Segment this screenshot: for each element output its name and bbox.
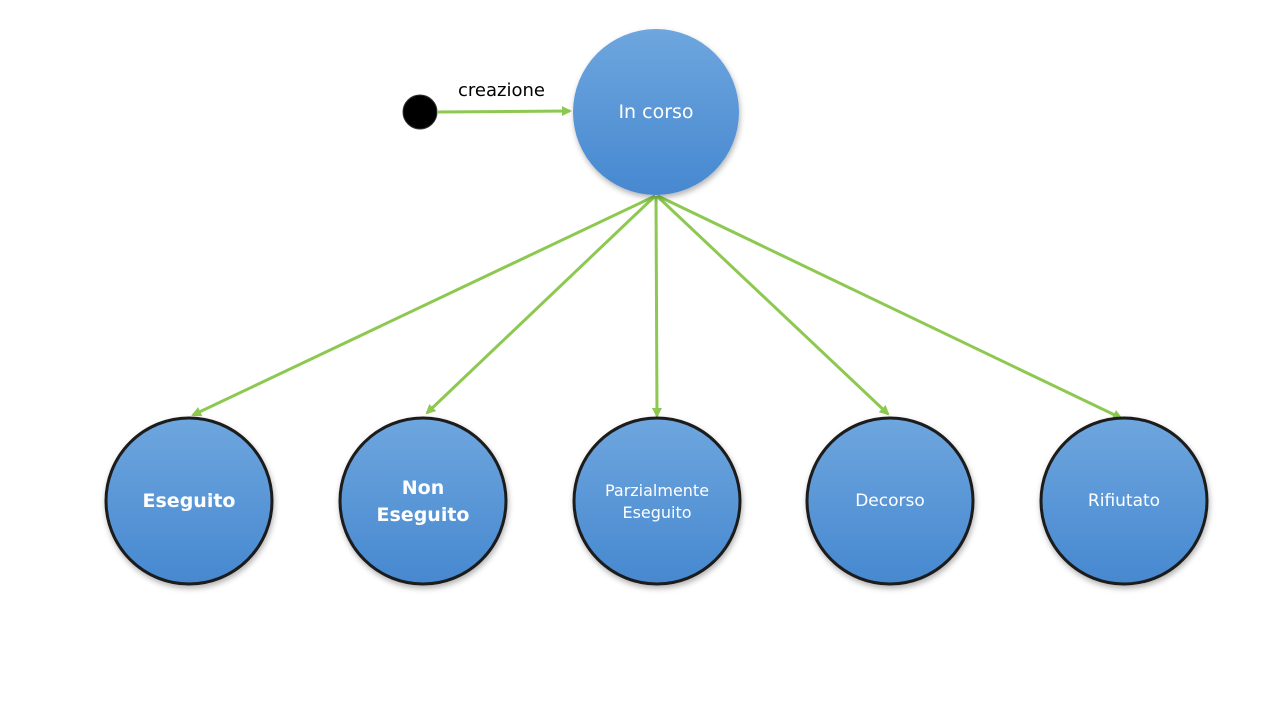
- state-parzialmente-eseguito-node: [572, 416, 742, 586]
- state-label-parzialmente-line1: Parzialmente: [604, 480, 710, 500]
- state-decorso-node: [805, 416, 975, 586]
- state-label-eseguito: Eseguito: [142, 489, 236, 512]
- edge-to-rifiutato: [657, 194, 1123, 420]
- state-non-eseguito-node: [338, 416, 508, 586]
- state-label-non-eseguito-line2: Eseguito: [376, 504, 470, 526]
- edge-to-non-eseguito: [425, 194, 657, 415]
- edge-label-creazione: creazione: [458, 80, 545, 101]
- state-eseguito-node: [104, 416, 274, 586]
- state-label-parzialmente-eseguito: Parzialmente Eseguito: [577, 477, 737, 527]
- state-label-parzialmente-line2: Eseguito: [622, 503, 692, 522]
- state-in-corso-node: [573, 29, 739, 195]
- edge-to-parzialmente-eseguito: [651, 195, 662, 418]
- edge-to-decorso: [655, 194, 890, 416]
- edge-to-eseguito: [191, 194, 656, 417]
- state-label-non-eseguito-line1: Non: [401, 477, 445, 500]
- state-label-in-corso: In corso: [618, 100, 694, 123]
- state-label-rifiutato: Rifiutato: [1087, 491, 1161, 512]
- state-label-non-eseguito: Non Eseguito: [343, 474, 503, 530]
- state-label-decorso: Decorso: [855, 491, 925, 512]
- state-rifiutato-node: [1039, 416, 1209, 586]
- initial-state-dot: [402, 94, 438, 130]
- edge-creazione: [436, 106, 572, 117]
